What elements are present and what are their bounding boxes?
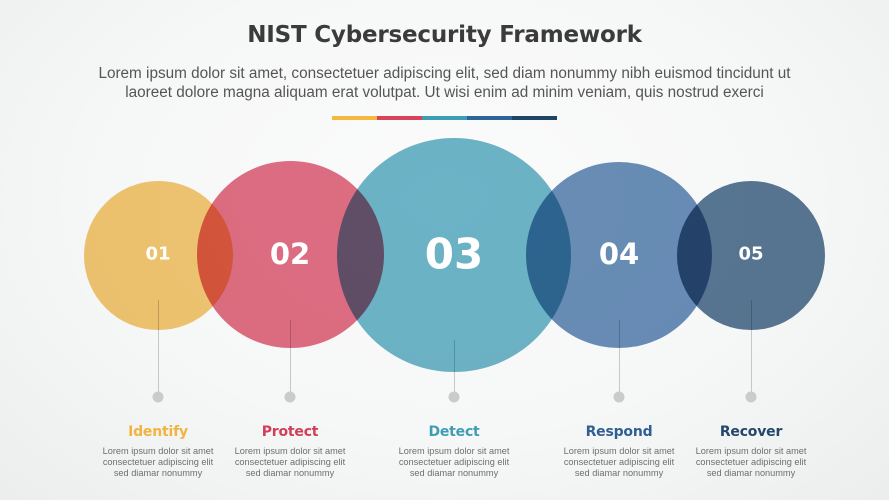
step-desc-1-line-3: sed diamar nonummy	[113, 468, 203, 478]
step-number-5: 05	[738, 243, 764, 265]
step-label-3: Detect Lorem ipsum dolor sit amet consec…	[384, 424, 524, 479]
step-title-5: Recover	[719, 424, 783, 440]
connector-dot-2	[284, 391, 296, 403]
step-desc-4-line-1: Lorem ipsum dolor sit amet	[563, 446, 675, 456]
step-desc-5-line-2: consectetuer adipiscing elit	[695, 457, 807, 467]
color-bar-segment-3	[422, 116, 467, 120]
page-title: NIST Cybersecurity Framework	[247, 22, 642, 48]
step-desc-2-line-1: Lorem ipsum dolor sit amet	[234, 446, 346, 456]
connector-line-5	[751, 300, 752, 397]
step-desc-3-line-3: sed diamar nonummy	[409, 468, 499, 478]
step-desc-2-line-2: consectetuer adipiscing elit	[234, 457, 346, 467]
color-bar-segment-1	[332, 116, 377, 120]
color-bar-segment-4	[467, 116, 512, 120]
step-desc-5-line-3: sed diamar nonummy	[706, 468, 796, 478]
step-title-4: Respond	[585, 424, 653, 440]
step-number-3: 03	[424, 229, 484, 279]
step-number-2: 02	[269, 237, 311, 271]
subtitle-line-1: Lorem ipsum dolor sit amet, consectetuer…	[98, 65, 791, 82]
step-title-3: Detect	[428, 424, 480, 440]
color-bar-segment-5	[512, 116, 557, 120]
step-number-4: 04	[598, 237, 640, 271]
connector-dot-1	[152, 391, 164, 403]
connector-dot-4	[613, 391, 625, 403]
step-desc-2-line-3: sed diamar nonummy	[245, 468, 335, 478]
connector-line-2	[290, 320, 291, 397]
color-bar-segment-2	[377, 116, 422, 120]
step-label-5: Recover Lorem ipsum dolor sit amet conse…	[681, 424, 821, 479]
step-title-2: Protect	[261, 424, 319, 440]
step-desc-4-line-2: consectetuer adipiscing elit	[563, 457, 675, 467]
step-label-4: Respond Lorem ipsum dolor sit amet conse…	[549, 424, 689, 479]
step-label-1: Identify Lorem ipsum dolor sit amet cons…	[88, 424, 228, 479]
connector-line-1	[158, 300, 159, 397]
step-desc-3-line-2: consectetuer adipiscing elit	[398, 457, 510, 467]
connector-line-4	[619, 320, 620, 397]
step-title-1: Identify	[128, 424, 188, 440]
step-label-2: Protect Lorem ipsum dolor sit amet conse…	[220, 424, 360, 479]
step-circle-5	[677, 181, 825, 330]
connector-dot-3	[448, 391, 460, 403]
step-desc-1-line-2: consectetuer adipiscing elit	[102, 457, 214, 467]
step-desc-1-line-1: Lorem ipsum dolor sit amet	[102, 446, 214, 456]
connector-dot-5	[745, 391, 757, 403]
page-subtitle: Lorem ipsum dolor sit amet, consectetuer…	[40, 64, 849, 102]
color-divider-bar	[332, 116, 557, 120]
subtitle-line-2: laoreet dolore magna aliquam erat volutp…	[125, 84, 764, 101]
step-desc-4-line-3: sed diamar nonummy	[574, 468, 664, 478]
step-desc-5-line-1: Lorem ipsum dolor sit amet	[695, 446, 807, 456]
step-desc-3-line-1: Lorem ipsum dolor sit amet	[398, 446, 510, 456]
step-number-1: 01	[145, 243, 171, 265]
